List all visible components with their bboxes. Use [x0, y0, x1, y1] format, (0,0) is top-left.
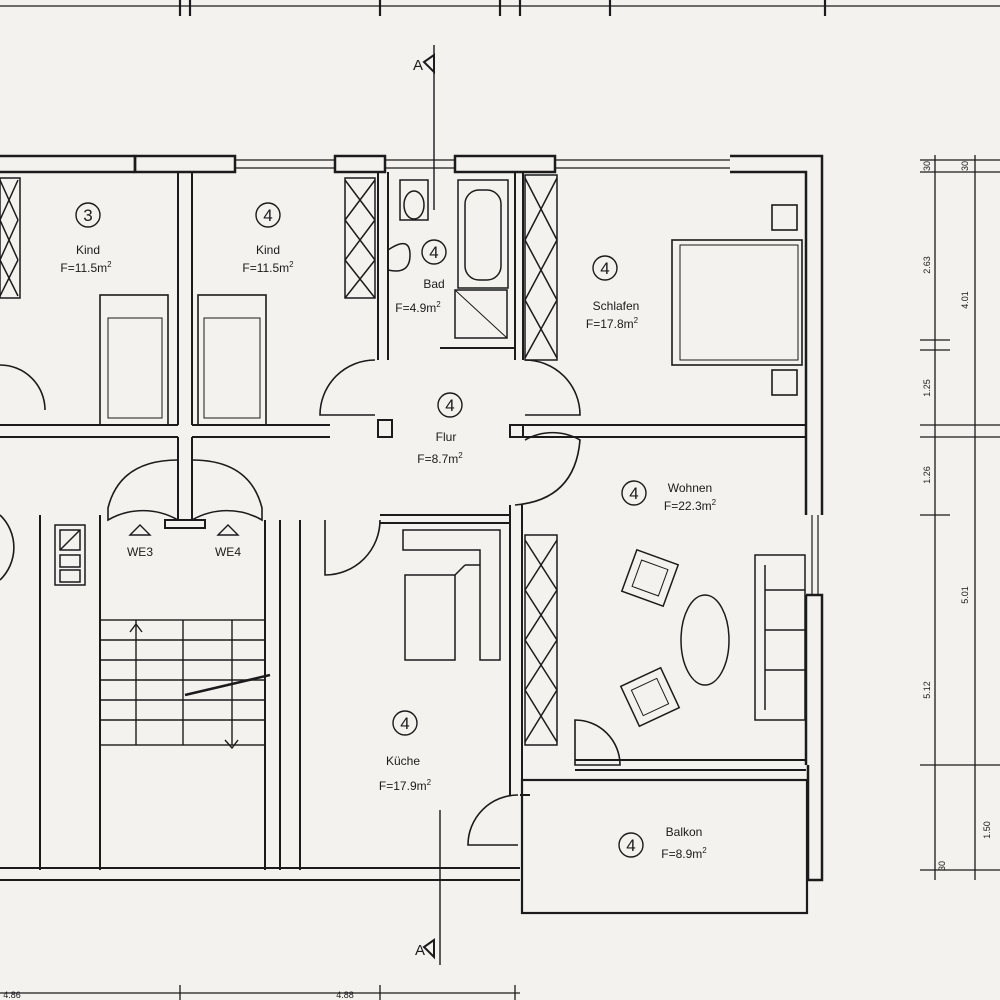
unit-entry-we4: WE4	[215, 545, 241, 559]
room-name-kind3: Kind	[76, 243, 100, 257]
section-marker-top: A	[413, 57, 423, 74]
room-name-bad: Bad	[423, 277, 444, 291]
room-area-kueche: F=17.9m2	[379, 778, 432, 793]
dim-inner-0: 30	[922, 161, 932, 171]
dim-outer-1: 4.01	[960, 291, 970, 309]
section-line	[422, 45, 441, 965]
dim-inner-5: 1.50	[982, 821, 992, 839]
exterior-wall-top	[0, 154, 824, 240]
room-name-wohnen: Wohnen	[668, 481, 712, 495]
room-name-kueche: Küche	[386, 754, 420, 768]
kitchen-furniture	[402, 529, 501, 661]
dim-inner-4: 5.12	[922, 681, 932, 699]
room-area-flur: F=8.7m2	[417, 451, 463, 466]
dim-bottom-0: 4.86	[3, 990, 21, 1000]
room-area-balkon: F=8.9m2	[661, 846, 707, 861]
bathroom-fixtures	[387, 179, 509, 339]
living-furniture	[619, 548, 806, 728]
dim-outer-top: 30	[960, 161, 970, 171]
room-area-bad: F=4.9m2	[395, 300, 441, 315]
room-number-flur: 4	[445, 396, 454, 415]
shafts	[54, 524, 86, 586]
beds	[99, 204, 803, 426]
staircase	[99, 524, 271, 750]
room-number-wohnen: 4	[629, 484, 638, 503]
dimension-lines	[0, 155, 1000, 1000]
dim-inner-3: 1.26	[922, 466, 932, 484]
room-number-circles	[75, 202, 647, 858]
unit-entry-we3: WE3	[127, 545, 153, 559]
room-area-kind3: F=11.5m2	[60, 260, 112, 275]
room-name-kind4: Kind	[256, 243, 280, 257]
room-area-kind4: F=11.5m2	[242, 260, 294, 275]
section-marker-bottom: A	[415, 942, 425, 959]
room-area-wohnen: F=22.3m2	[664, 498, 717, 513]
room-number-balkon: 4	[626, 836, 635, 855]
exterior-wall-right	[804, 240, 824, 882]
interior-walls	[0, 172, 809, 915]
room-area-schlafen: F=17.8m2	[586, 316, 639, 331]
dim-outer-2: 5.01	[960, 586, 970, 604]
room-number-kueche: 4	[400, 714, 409, 733]
room-number-kind4: 4	[263, 206, 272, 225]
dim-inner-1: 2.63	[922, 256, 932, 274]
dim-outer-bottom: 30	[937, 861, 947, 871]
wardrobes	[0, 174, 558, 746]
room-name-flur: Flur	[436, 430, 457, 444]
top-drawing-edge	[0, 0, 1000, 16]
room-number-kind3: 3	[83, 206, 92, 225]
dim-bottom-1: 4.88	[336, 990, 354, 1000]
room-number-schlafen: 4	[600, 259, 609, 278]
room-number-bad: 4	[429, 243, 438, 262]
dim-inner-2: 1.25	[922, 379, 932, 397]
room-name-schlafen: Schlafen	[593, 299, 640, 313]
door-swings	[0, 359, 621, 846]
room-name-balkon: Balkon	[666, 825, 703, 839]
